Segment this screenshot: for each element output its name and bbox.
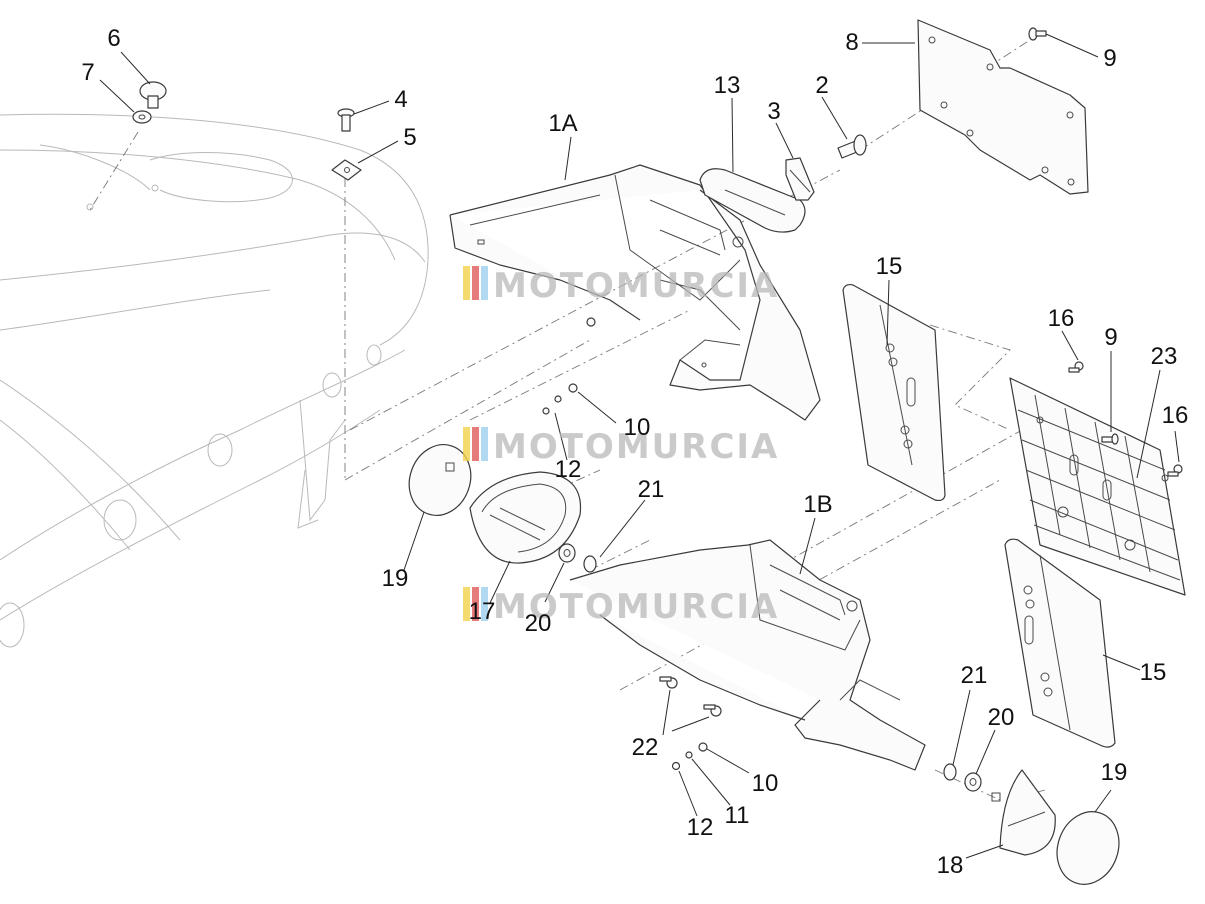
lamp-housing-18 bbox=[991, 769, 1056, 856]
callout-12-upper: 12 bbox=[555, 456, 582, 483]
screw-2-icon bbox=[837, 134, 867, 159]
rear-body-shell bbox=[0, 113, 429, 648]
plate-bracket-8 bbox=[917, 19, 1089, 195]
washer-20-left-icon bbox=[558, 543, 576, 563]
callout-10-lower: 10 bbox=[752, 770, 779, 797]
nut-21-right-icon bbox=[943, 763, 957, 781]
callout-23: 23 bbox=[1151, 343, 1178, 370]
callout-19-left: 19 bbox=[382, 565, 409, 592]
callout-8: 8 bbox=[845, 29, 858, 56]
callout-15-lower: 15 bbox=[1140, 659, 1167, 686]
callout-3: 3 bbox=[767, 98, 780, 125]
callout-21-right: 21 bbox=[961, 662, 988, 689]
bracket-3 bbox=[785, 157, 815, 201]
screw-16-upper-icon bbox=[1068, 361, 1084, 373]
clip-nut-5-icon bbox=[331, 159, 362, 181]
callout-17: 17 bbox=[469, 598, 496, 625]
screw-22-b-icon bbox=[703, 704, 722, 717]
callout-13: 13 bbox=[714, 72, 741, 99]
leader-lines bbox=[99, 33, 1180, 859]
callout-15-upper: 15 bbox=[876, 253, 903, 280]
callout-16-lower: 16 bbox=[1162, 402, 1189, 429]
callout-19-right: 19 bbox=[1101, 759, 1128, 786]
watermark-bottom: MOTOMURCIA bbox=[463, 587, 779, 627]
watermark-top: MOTOMURCIA bbox=[463, 266, 779, 306]
callout-7: 7 bbox=[81, 59, 94, 86]
plate-panel-15-lower bbox=[1004, 538, 1116, 748]
plate-panel-15-upper bbox=[842, 283, 946, 502]
callout-9-right: 9 bbox=[1104, 324, 1117, 351]
lens-19-left bbox=[408, 444, 472, 516]
lens-19-right bbox=[1056, 811, 1120, 885]
callout-9-top: 9 bbox=[1103, 45, 1116, 72]
license-plate-23 bbox=[1009, 377, 1186, 596]
small-hardware-upper bbox=[542, 317, 596, 415]
callout-2: 2 bbox=[815, 72, 828, 99]
callout-1a: 1A bbox=[548, 110, 577, 137]
callout-10-upper: 10 bbox=[624, 414, 651, 441]
screw-9-right-icon bbox=[1101, 433, 1119, 445]
washer-20-right-icon bbox=[964, 772, 982, 792]
callout-16-upper: 16 bbox=[1048, 305, 1075, 332]
screw-9-top-icon bbox=[1028, 27, 1047, 41]
callout-18: 18 bbox=[937, 852, 964, 879]
washer-7-icon bbox=[132, 110, 152, 124]
callout-22: 22 bbox=[632, 734, 659, 761]
screw-22-a-icon bbox=[659, 676, 678, 689]
lamp-housing-17 bbox=[469, 471, 582, 564]
screw-6-icon bbox=[139, 81, 167, 109]
nut-21-left-icon bbox=[583, 555, 597, 573]
callout-12-lower: 12 bbox=[687, 814, 714, 841]
watermark-text: MOTOMURCIA bbox=[493, 266, 779, 306]
watermark-text: MOTOMURCIA bbox=[493, 427, 779, 467]
small-hardware-lower bbox=[671, 742, 708, 771]
plate-holder-1a bbox=[449, 164, 821, 421]
reflector-13 bbox=[699, 168, 806, 233]
callout-4: 4 bbox=[394, 86, 407, 113]
plate-holder-1b bbox=[569, 539, 926, 771]
callout-5: 5 bbox=[403, 124, 416, 151]
callout-20-right: 20 bbox=[988, 704, 1015, 731]
screw-16-lower-icon bbox=[1167, 464, 1183, 477]
callout-21-left: 21 bbox=[638, 476, 665, 503]
watermark-middle: MOTOMURCIA bbox=[463, 427, 779, 467]
watermark-text: MOTOMURCIA bbox=[493, 587, 779, 627]
callout-1b: 1B bbox=[803, 491, 832, 518]
callout-11: 11 bbox=[725, 802, 750, 829]
callout-labels: 6 7 4 5 1A 13 3 2 8 9 15 16 9 23 16 10 1… bbox=[81, 25, 1188, 879]
screw-4-icon bbox=[337, 108, 355, 132]
callout-20-left: 20 bbox=[525, 610, 552, 637]
callout-6: 6 bbox=[107, 25, 120, 52]
